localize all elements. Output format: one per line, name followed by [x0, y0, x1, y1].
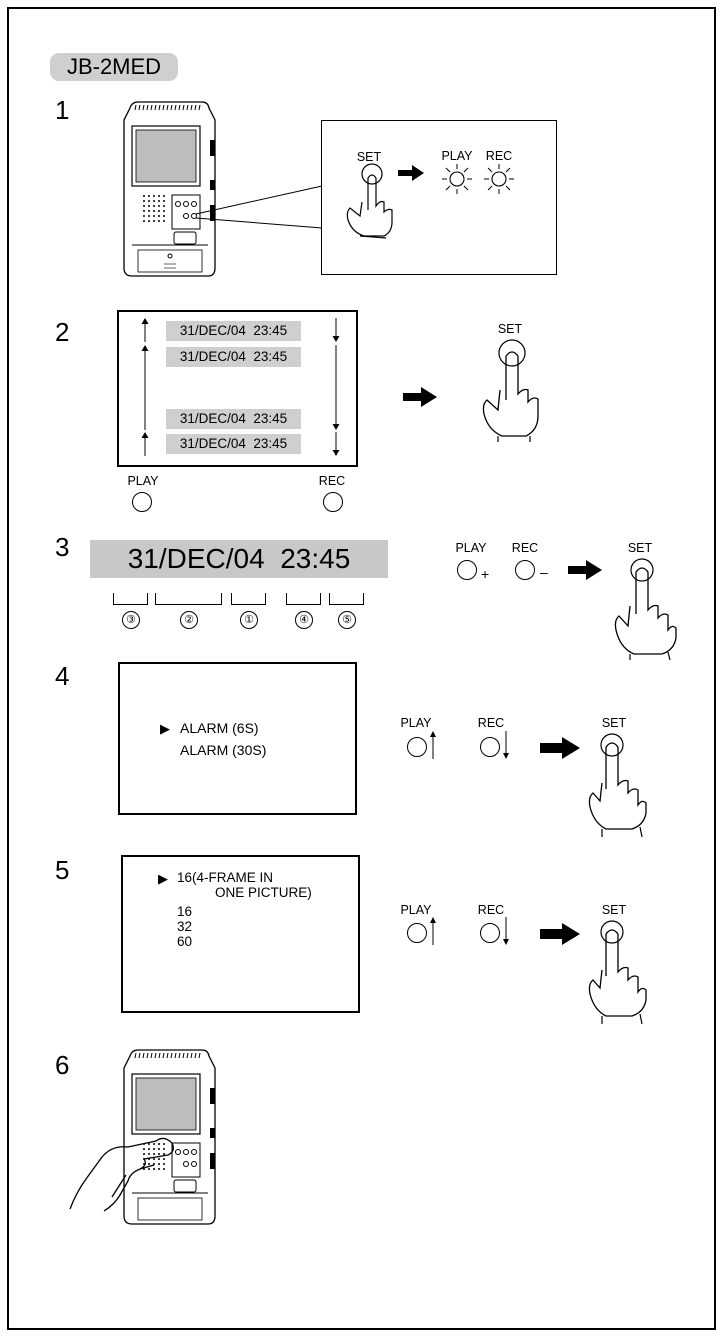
field-bracket	[113, 593, 148, 605]
step-number-4: 4	[55, 661, 70, 691]
selection-pointer: ▶	[158, 871, 168, 886]
arrow-right-icon	[398, 165, 424, 181]
arrow-down-icon	[503, 731, 509, 759]
field-order-number: ①	[240, 611, 258, 629]
step-number-3: 3	[55, 532, 70, 562]
callout-lines	[195, 185, 323, 229]
rec-button-label: REC	[511, 541, 539, 555]
step5-screen	[121, 855, 360, 1013]
set-button-label: SET	[356, 150, 382, 164]
arrow-down-icon	[332, 345, 340, 430]
play-led-label: PLAY	[441, 149, 473, 163]
step-number-2: 2	[55, 317, 70, 347]
play-button[interactable]	[132, 492, 152, 512]
arrow-down-icon	[503, 917, 509, 945]
rec-button-label: REC	[477, 903, 505, 917]
menu-option-16-4frame-continued: ONE PICTURE)	[215, 885, 312, 900]
rec-down-button[interactable]	[480, 737, 500, 757]
pressing-hand-icon[interactable]	[478, 338, 548, 443]
play-up-button[interactable]	[407, 737, 427, 757]
plus-sign: +	[481, 566, 490, 582]
datetime-display: 31/DEC/04 23:45	[90, 540, 388, 578]
play-plus-button[interactable]	[457, 560, 477, 580]
set-button-label: SET	[601, 716, 627, 730]
step-number-5: 5	[55, 855, 70, 885]
step-number-1: 1	[55, 95, 70, 125]
arrow-down-icon	[332, 432, 340, 456]
menu-option-60[interactable]: 60	[177, 934, 193, 949]
arrow-up-icon	[430, 731, 436, 759]
minus-sign: –	[540, 564, 548, 580]
rec-led-label: REC	[485, 149, 513, 163]
date-row: 31/DEC/04 23:45	[166, 321, 301, 341]
play-button-label: PLAY	[455, 541, 487, 555]
rec-minus-button[interactable]	[515, 560, 535, 580]
step-number-6: 6	[55, 1050, 70, 1080]
set-button-label: SET	[497, 322, 523, 336]
play-button-label: PLAY	[127, 474, 159, 488]
pressing-hand-icon[interactable]	[588, 918, 668, 1028]
arrow-down-icon	[332, 318, 340, 342]
field-order-number: ⑤	[338, 611, 356, 629]
field-bracket	[231, 593, 266, 605]
field-order-number: ④	[295, 611, 313, 629]
field-bracket	[155, 593, 222, 605]
menu-option-16[interactable]: 16	[177, 904, 193, 919]
rec-down-button[interactable]	[480, 923, 500, 943]
rec-button-label: REC	[477, 716, 505, 730]
menu-option-16-4frame[interactable]: 16(4-FRAME IN	[177, 870, 274, 885]
arrow-right-icon	[568, 560, 602, 580]
step2-screen	[117, 310, 358, 467]
page-frame	[7, 7, 716, 1330]
pressing-hand-icon[interactable]	[588, 731, 668, 841]
play-up-button[interactable]	[407, 923, 427, 943]
date-row: 31/DEC/04 23:45	[166, 409, 301, 429]
monitor-device-icon	[123, 1049, 216, 1225]
menu-option-alarm-30s[interactable]: ALARM (30S)	[180, 742, 267, 758]
menu-option-alarm-6s[interactable]: ALARM (6S)	[180, 720, 259, 736]
step4-screen	[118, 662, 357, 815]
arrow-right-icon	[540, 923, 580, 945]
field-bracket	[286, 593, 321, 605]
arrow-right-icon	[403, 387, 437, 407]
set-button-label: SET	[601, 903, 627, 917]
led-light-icon	[442, 164, 472, 194]
play-button-label: PLAY	[400, 903, 432, 917]
pressing-hand-icon[interactable]	[612, 556, 692, 661]
step1-callout-box	[321, 120, 557, 275]
date-row: 31/DEC/04 23:45	[166, 347, 301, 367]
rec-button-label: REC	[318, 474, 346, 488]
arrow-up-icon	[141, 318, 149, 342]
arrow-up-icon	[430, 917, 436, 945]
field-order-number: ③	[122, 611, 140, 629]
arrow-up-icon	[141, 432, 149, 456]
model-badge: JB-2MED	[50, 53, 178, 81]
pressing-hand-icon	[346, 163, 393, 239]
arrow-up-icon	[141, 345, 149, 430]
pressing-hand-icon	[69, 1137, 174, 1212]
play-button-label: PLAY	[400, 716, 432, 730]
date-row: 31/DEC/04 23:45	[166, 434, 301, 454]
led-light-icon	[484, 164, 514, 194]
field-bracket	[329, 593, 364, 605]
monitor-device-icon	[123, 101, 216, 277]
rec-button[interactable]	[323, 492, 343, 512]
arrow-right-icon	[540, 737, 580, 759]
set-button-label: SET	[627, 541, 653, 555]
field-order-number: ②	[180, 611, 198, 629]
menu-option-32[interactable]: 32	[177, 919, 193, 934]
selection-pointer: ▶	[160, 721, 170, 736]
